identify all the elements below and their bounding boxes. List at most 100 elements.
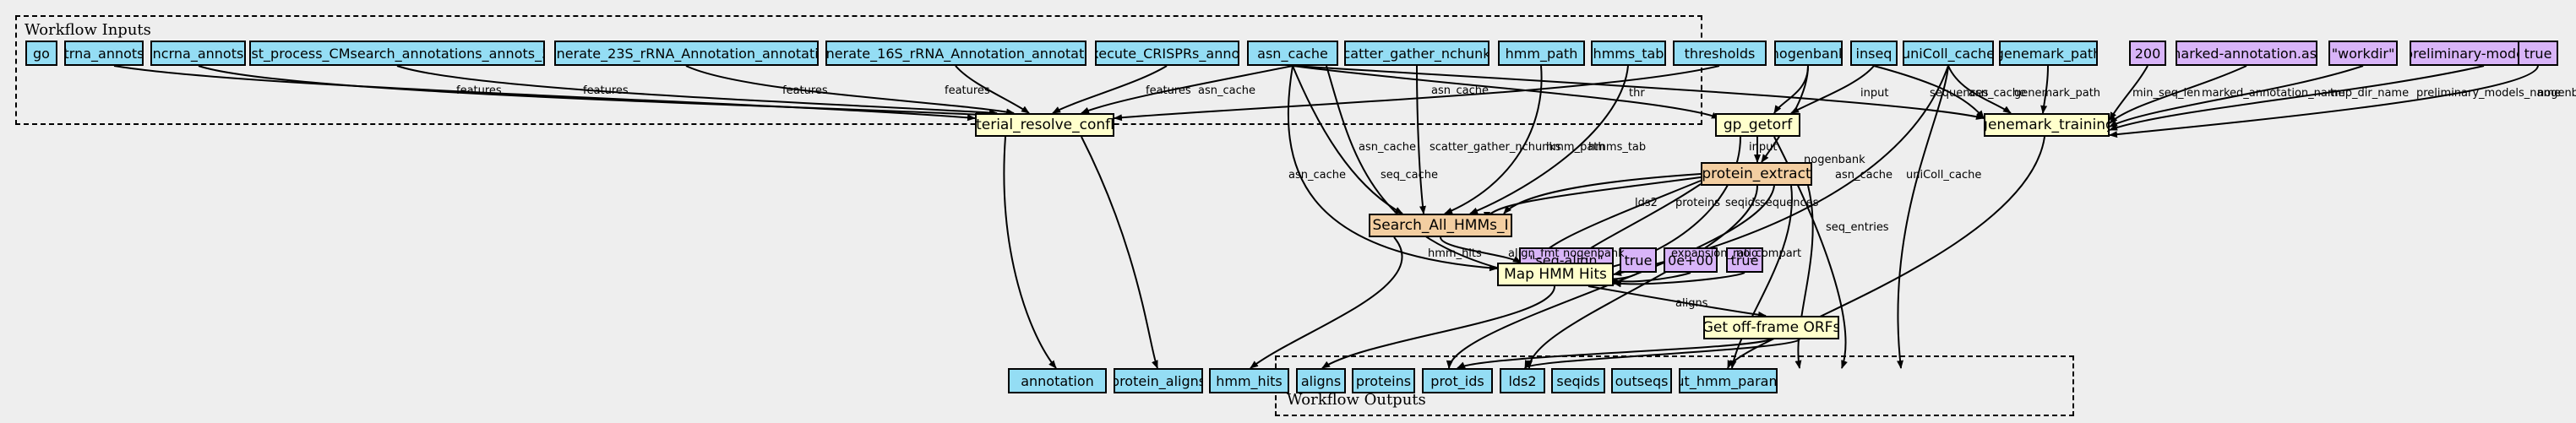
edge-label-hmm-hits: hmm_hits (1428, 247, 1482, 260)
edge-27 (2109, 65, 2485, 131)
output-node-aligns: aligns (1296, 368, 1346, 393)
edge-label-marked-annotation-name: marked_annotation_name (2202, 87, 2345, 100)
edge-23 (2040, 65, 2049, 114)
edge-13 (1416, 65, 1426, 214)
edge-label-nogenbank: nogenbank (1563, 247, 1625, 260)
edge-label-nogenbank: nogenbank (1804, 154, 1865, 166)
edge-label-unicoll-cache: uniColl_cache (1906, 169, 1982, 182)
edge-24 (2109, 65, 2148, 121)
input-node-generate-16s-rrna-annotation-annotation: Generate_16S_rRNA_Annotation_annotation (825, 41, 1086, 66)
edge-label-input: input (1860, 87, 1889, 100)
edge-label-features: features (1146, 84, 1191, 97)
edge-22 (1947, 65, 2012, 114)
edge-11 (1287, 65, 1498, 272)
edge-6 (1081, 65, 1293, 114)
input-node-hmm-path: hmm_path (1498, 41, 1585, 66)
edge-0 (113, 65, 976, 122)
output-node-out-hmm-params: out_hmm_params (1679, 368, 1778, 393)
edge-label-lds2: lds2 (1635, 197, 1658, 209)
param-node-2: "workdir" (2328, 41, 2398, 66)
edge-label-proteins: proteins (1675, 197, 1720, 209)
edge-12 (1326, 65, 1513, 274)
step-node-gp-getorf: gp_getorf (1715, 113, 1800, 137)
edge-44 (1609, 272, 1691, 285)
edge-1 (198, 65, 984, 118)
edge-18 (1873, 65, 1985, 119)
edge-21 (1897, 65, 1949, 369)
param-node-0: 200 (2129, 41, 2166, 66)
edge-41 (1250, 236, 1403, 369)
param-node-1: "marked-annotation.asn" (2176, 41, 2317, 66)
input-node-go: go (25, 41, 57, 66)
workflow-outputs-title: Workflow Outputs (1287, 391, 1426, 409)
param-node-4: true (2518, 41, 2558, 66)
edge-7 (1114, 65, 1720, 122)
step-node-get-off-frame-orfs: Get off-frame ORFs (1703, 316, 1839, 339)
edge-label-hmms-tab: hmms_tab (1588, 141, 1647, 154)
edge-3 (685, 65, 1015, 116)
edge-10 (1292, 65, 1403, 214)
input-node-asn-cache: asn_cache (1247, 41, 1338, 66)
edge-label-expansion-ratio: expansion_ratio (1671, 247, 1758, 260)
edge-50 (1003, 136, 1057, 369)
edge-28 (2109, 65, 2539, 138)
edge-4 (955, 65, 1030, 114)
output-node-seqids: seqids (1551, 368, 1605, 393)
edge-label-genemark-path: genemark_path (2014, 87, 2101, 100)
edge-label-features: features (945, 84, 990, 97)
input-node-generate-23s-rrna-annotation-annotation: Generate_23S_rRNA_Annotation_annotation (554, 41, 819, 66)
output-node-proteins: proteins (1352, 368, 1415, 393)
edge-label-features: features (456, 84, 502, 97)
input-node-thresholds: thresholds (1673, 41, 1767, 66)
edge-label-asn-cache: asn_cache (1359, 141, 1416, 154)
edge-label-seq-cache: seq_cache (1381, 169, 1439, 182)
edge-label-asn-cache: asn_cache (1431, 84, 1489, 97)
workflow-inputs-title: Workflow Inputs (25, 21, 151, 39)
input-node-nogenbank: nogenbank (1774, 41, 1843, 66)
edge-label-no-compart: no_compart (1736, 247, 1802, 260)
step-node-protein-extract: protein_extract (1701, 162, 1812, 186)
edge-label-asn-cache: asn_cache (1835, 169, 1893, 182)
step-node-bacterial-resolve-conflicts: bacterial_resolve_conflicts (975, 113, 1114, 137)
edge-label-scatter-gather-nchunks: scatter_gather_nchunks (1430, 141, 1561, 154)
edge-32 (1503, 173, 1702, 214)
input-node-post-process-cmsearch-annotations-annots-5s: Post_process_CMsearch_annotations_annots… (249, 41, 545, 66)
edge-label-align-fmt: align_fmt (1508, 247, 1560, 260)
edge-label-aligns: aligns (1675, 297, 1708, 310)
edge-20 (1613, 65, 1949, 276)
step-node-search-all-hmms: Search_All_HMMs_I (1369, 214, 1512, 237)
edge-label-seq-entries: seq_entries (1826, 221, 1889, 234)
edge-15 (1469, 65, 1629, 214)
edge-39 (1794, 185, 1814, 369)
input-node-ncrna-annots: ncrna_annots (150, 41, 246, 66)
output-node-protein-aligns: protein_aligns (1114, 368, 1203, 393)
input-node-execute-crisprs-annots: Execute_CRISPRs_annots (1095, 41, 1239, 66)
edge-label-features: features (782, 84, 828, 97)
input-node-scatter-gather-nchunks: scatter_gather_nchunks (1344, 41, 1490, 66)
step-node-map-hmm-hits: Map HMM Hits (1497, 263, 1614, 286)
input-node-hmms-tab: hmms_tab (1591, 41, 1666, 66)
output-node-hmm-hits: hmm_hits (1209, 368, 1289, 393)
edge-label-sequences: sequences (1930, 87, 1989, 100)
edge-label-input: input (1749, 141, 1778, 154)
edge-17 (1790, 65, 1875, 114)
output-node-prot-ids: prot_ids (1422, 368, 1493, 393)
output-node-lds2: lds2 (1500, 368, 1545, 393)
edge-47 (1588, 285, 1767, 318)
edge-49 (1524, 339, 1800, 369)
edge-25 (2109, 65, 2247, 124)
edge-label-features: features (583, 84, 629, 97)
edge-52 (1727, 136, 2045, 369)
input-node-trna-annots: trna_annots (64, 41, 144, 66)
edge-label-asn-cache: asn_cache (1969, 87, 2026, 100)
output-node-outseqs: outseqs (1611, 368, 1672, 393)
input-node-unicoll-cache: uniColl_cache (1903, 41, 1994, 66)
edge-8 (1292, 65, 1720, 119)
workflow-inputs-cluster: Workflow Inputs (15, 15, 1702, 125)
output-node-annotation: annotation (1008, 368, 1107, 393)
step-node-genemark-training: genemark_training (1984, 113, 2110, 137)
edge-label-asn-cache: asn_cache (1288, 169, 1346, 182)
param-node-6: true (1620, 247, 1657, 273)
edge-2 (396, 65, 998, 117)
